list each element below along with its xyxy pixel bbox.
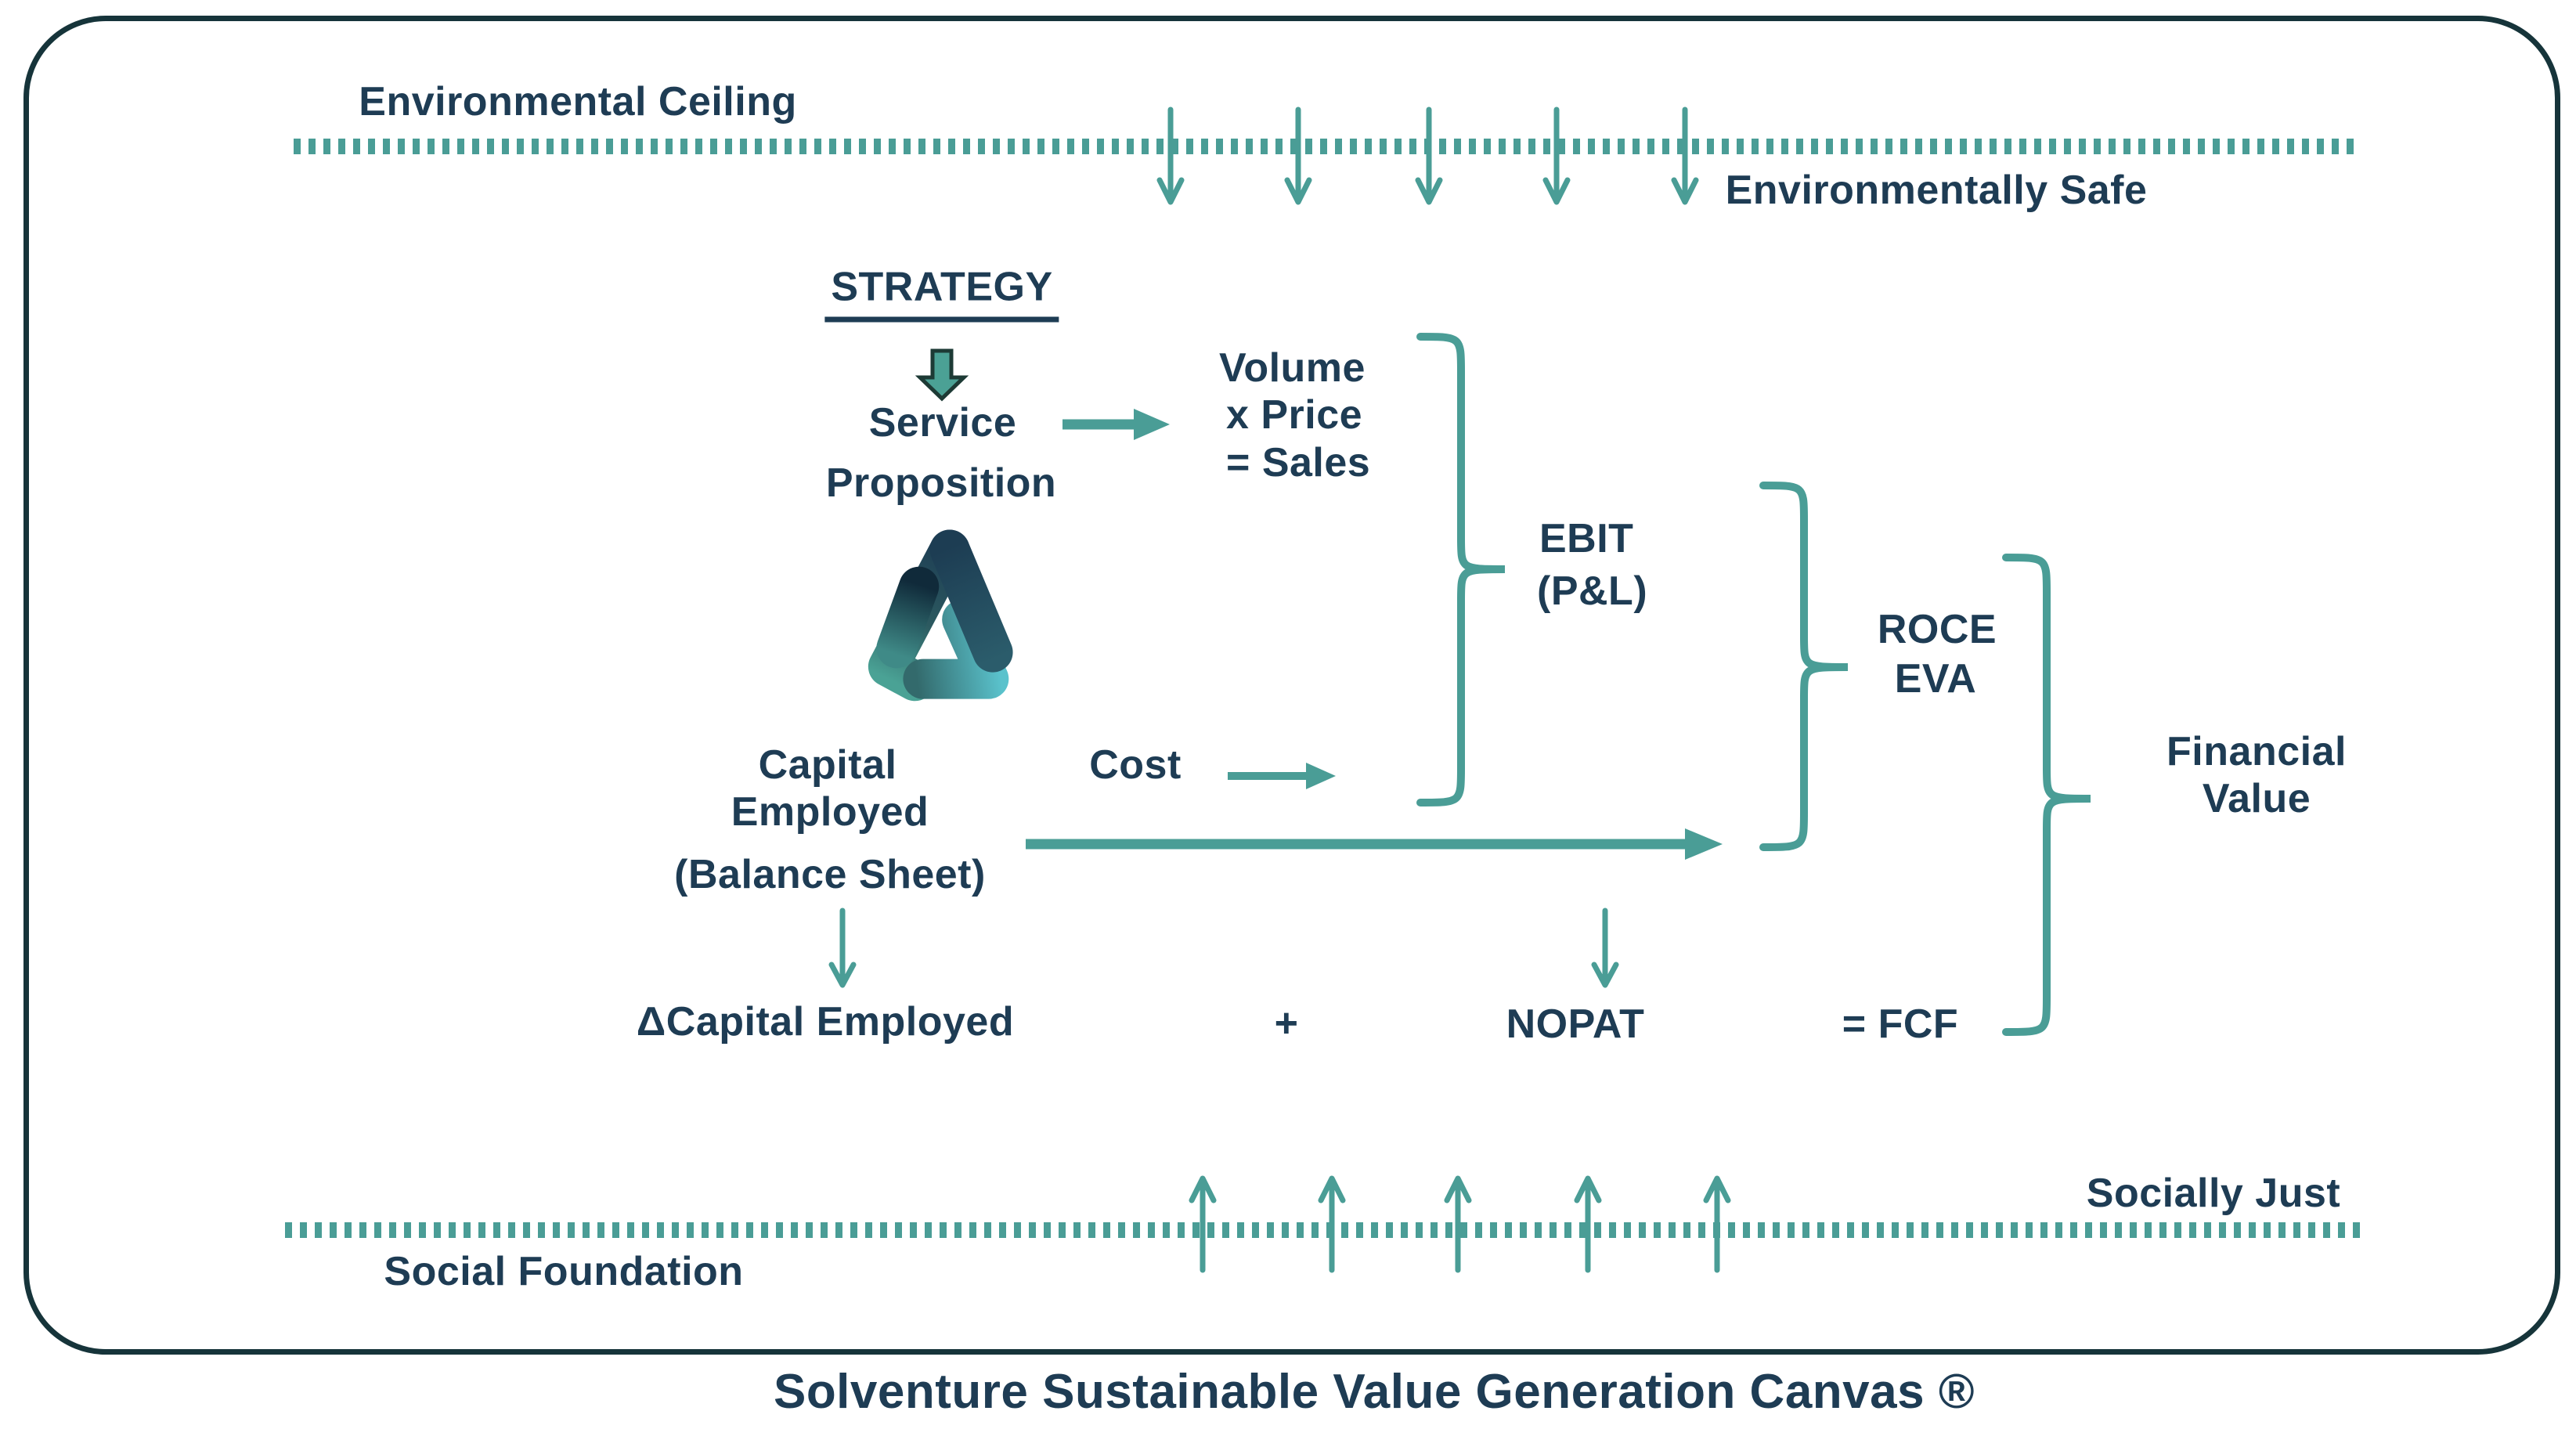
- financial-value-label-line2: Value: [2202, 776, 2311, 821]
- delta-capital-down-arrow-icon: [828, 908, 857, 988]
- pnl-label: (P&L): [1537, 568, 1648, 614]
- financial-value-label-line1: Financial: [2167, 729, 2347, 774]
- up-arrow-icon: [1189, 1175, 1731, 1273]
- sales-block-line1: Volume: [1219, 345, 1366, 391]
- block-down-arrow-icon: [915, 348, 969, 402]
- ebit-label: EBIT: [1539, 516, 1634, 561]
- nopat-down-arrow-icon: [1591, 908, 1619, 988]
- environmentally-safe-label: Environmentally Safe: [1725, 168, 2148, 213]
- fcf-label: = FCF: [1842, 1001, 1959, 1047]
- cost-right-arrow-icon: [1228, 763, 1336, 789]
- plus-sign-label: +: [1274, 1001, 1299, 1046]
- strategy-heading: STRATEGY: [824, 267, 1059, 323]
- roce-label: ROCE: [1877, 607, 1997, 652]
- canvas-title: Solventure Sustainable Value Generation …: [773, 1365, 1975, 1419]
- financial-value-brace-icon: [2002, 554, 2091, 1036]
- environmental-ceiling-label: Environmental Ceiling: [359, 79, 797, 124]
- service-proposition-label-line1: Service: [868, 400, 1017, 446]
- down-arrow-icon: [1156, 106, 1699, 205]
- cost-label: Cost: [1089, 742, 1182, 788]
- nopat-label: NOPAT: [1506, 1001, 1645, 1047]
- service-proposition-label-line2: Proposition: [825, 460, 1057, 506]
- social-foundation-label: Social Foundation: [384, 1249, 744, 1294]
- sales-block-line3: = Sales: [1226, 440, 1371, 485]
- right-arrow-icon: [1063, 409, 1170, 440]
- capital-employed-label-line2: Employed: [731, 789, 929, 835]
- solventure-logo-icon: [868, 529, 1013, 702]
- balance-sheet-label: (Balance Sheet): [674, 852, 986, 897]
- sales-block-line2: x Price: [1226, 392, 1363, 438]
- capital-employed-right-arrow-icon: [1026, 828, 1723, 860]
- canvas-border: [23, 16, 2560, 1355]
- delta-capital-employed-label: ΔCapital Employed: [636, 999, 1015, 1045]
- ebit-brace-icon: [1416, 333, 1506, 806]
- capital-employed-label-line1: Capital: [758, 742, 897, 788]
- socially-just-label: Socially Just: [2086, 1171, 2341, 1216]
- roce-brace-icon: [1759, 482, 1849, 851]
- eva-label: EVA: [1894, 656, 1977, 702]
